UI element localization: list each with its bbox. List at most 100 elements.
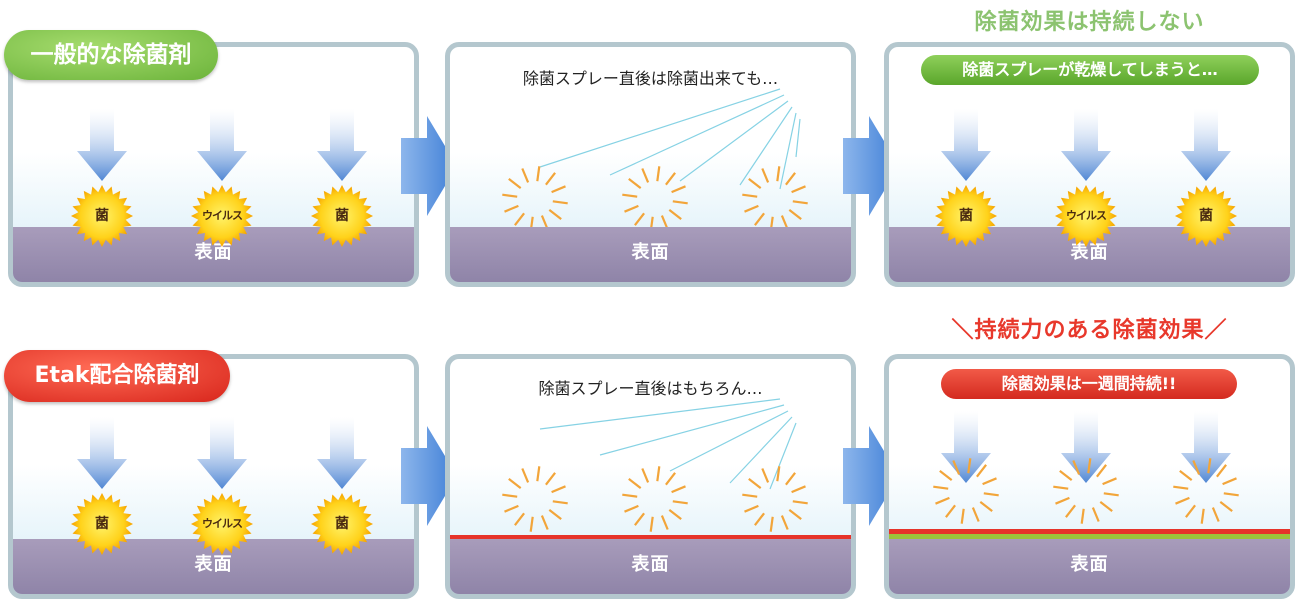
- panel-row1-after-spray: 除菌スプレー直後は除菌出来ても… 表面: [445, 42, 856, 287]
- burst-ray: [545, 172, 556, 186]
- burst-ray: [548, 509, 562, 520]
- neutralized-bursts: [889, 458, 1290, 539]
- burst-ray: [552, 200, 568, 205]
- burst-ray: [1087, 458, 1092, 474]
- burst-ray: [514, 212, 525, 226]
- burst-ray: [754, 212, 765, 226]
- virus-icon: ウイルス: [1053, 183, 1119, 249]
- burst-ray: [1211, 507, 1220, 522]
- burst-ray: [502, 493, 518, 498]
- surface-label: 表面: [1070, 554, 1109, 575]
- burst-ray: [508, 178, 522, 189]
- down-arrow-icon: [941, 411, 991, 483]
- burst-ray: [1080, 508, 1085, 524]
- burst-ray: [979, 501, 993, 512]
- burst-ray: [671, 185, 686, 194]
- germ-icon: 菌: [309, 491, 375, 557]
- burst-ray: [665, 172, 676, 186]
- down-arrow-icon: [317, 109, 367, 181]
- burst-ray: [960, 508, 965, 524]
- burst-ray: [660, 515, 669, 530]
- next-step-arrow-icon: [843, 426, 899, 526]
- down-arrow-icon: [1181, 109, 1231, 181]
- surface-label: 表面: [631, 242, 670, 263]
- burst-ray: [514, 512, 525, 526]
- burst-ray: [785, 172, 796, 186]
- burst-ray: [754, 512, 765, 526]
- burst-ray: [1219, 501, 1233, 512]
- burst-ray: [1223, 492, 1239, 497]
- burst-ray: [634, 512, 645, 526]
- result-banner: 除菌スプレーが乾燥してしまうと…: [921, 55, 1259, 85]
- burst-ray: [656, 466, 661, 482]
- burst-ray: [1096, 464, 1107, 478]
- burst-ray: [769, 516, 774, 532]
- burst-ray: [649, 516, 654, 532]
- burst-ray: [672, 200, 688, 205]
- burst-ray: [1102, 477, 1117, 486]
- surface: 表面: [889, 539, 1290, 594]
- germ-icon: 菌: [309, 183, 375, 249]
- burst-ray: [742, 193, 758, 198]
- virus-icon: ウイルス: [189, 183, 255, 249]
- burst-ray: [1216, 464, 1227, 478]
- burst-ray: [742, 493, 758, 498]
- badge-etak-disinfectant: Etak配合除菌剤: [4, 350, 230, 402]
- surface: 表面: [450, 227, 851, 282]
- germ-icon: 菌: [1173, 183, 1239, 249]
- burst-ray: [551, 485, 566, 494]
- burst-ray: [939, 470, 953, 481]
- burst-ray: [536, 466, 541, 482]
- burst-ray: [1175, 496, 1190, 505]
- burst-ray: [622, 193, 638, 198]
- burst-ray: [641, 168, 650, 183]
- step-caption: 除菌スプレー直後はもちろん…: [538, 379, 763, 398]
- burst-ray: [788, 209, 802, 220]
- result-banner: 除菌効果は一週間持続!!: [941, 369, 1237, 399]
- germ-icon: 菌: [933, 183, 999, 249]
- germ-icon: 菌: [69, 491, 135, 557]
- result-heading-lasting: ＼持続力のある除菌効果／: [951, 318, 1228, 343]
- down-arrow-icon: [77, 417, 127, 489]
- down-arrow-icon: [941, 109, 991, 181]
- burst-ray: [1173, 485, 1189, 490]
- burst-ray: [780, 515, 789, 530]
- burst-ray: [521, 168, 530, 183]
- panel-row2-after-spray: 除菌スプレー直後はもちろん… 表面: [445, 354, 856, 599]
- burst-ray: [971, 507, 980, 522]
- burst-ray: [744, 204, 759, 213]
- burst-ray: [628, 478, 642, 489]
- burst-ray: [671, 485, 686, 494]
- burst-ray: [1185, 504, 1196, 518]
- down-arrow-icon: [317, 417, 367, 489]
- burst-ray: [665, 472, 676, 486]
- burst-ray: [536, 166, 541, 182]
- burst-ray: [748, 178, 762, 189]
- burst-ray: [624, 204, 639, 213]
- surface-label: 表面: [631, 554, 670, 575]
- burst-ray: [624, 504, 639, 513]
- burst-ray: [634, 212, 645, 226]
- next-step-arrow-icon: [401, 116, 457, 216]
- burst-ray: [529, 516, 534, 532]
- burst-ray: [668, 509, 682, 520]
- burst-ray: [622, 493, 638, 498]
- burst-ray: [945, 504, 956, 518]
- burst-ray: [792, 200, 808, 205]
- germ-icon: 菌: [69, 183, 135, 249]
- burst-ray: [552, 500, 568, 505]
- panel-row1-before: 表面 菌 ウイルス 菌: [8, 42, 419, 287]
- burst-ray: [1072, 460, 1081, 475]
- burst-ray: [628, 178, 642, 189]
- burst-ray: [672, 500, 688, 505]
- burst-ray: [641, 468, 650, 483]
- burst-ray: [952, 460, 961, 475]
- burst-ray: [761, 168, 770, 183]
- burst-ray: [1091, 507, 1100, 522]
- burst-ray: [656, 166, 661, 182]
- burst-ray: [1200, 508, 1205, 524]
- burst-ray: [548, 209, 562, 220]
- down-arrow-icon: [77, 109, 127, 181]
- burst-ray: [976, 464, 987, 478]
- burst-ray: [1099, 501, 1113, 512]
